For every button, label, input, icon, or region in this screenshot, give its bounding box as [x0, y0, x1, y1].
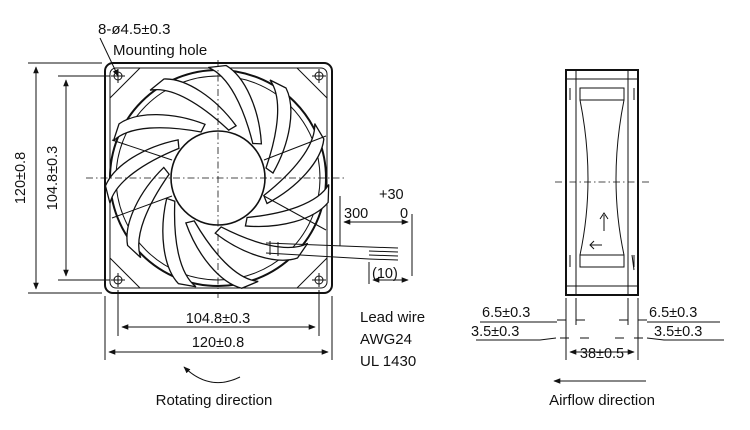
rotation-label: Rotating direction	[156, 392, 273, 409]
fan-blades	[104, 64, 330, 289]
side-dimensions	[476, 298, 724, 360]
height-holes-dimension: 104.8±0.3	[45, 75, 110, 281]
side-housing	[565, 69, 639, 296]
rotation-arrow	[183, 366, 241, 384]
lead-wire-line-2: AWG24	[360, 331, 412, 348]
height-overall-label: 120±0.8	[13, 152, 29, 204]
mounting-hole-leader	[99, 37, 119, 77]
right-flange-label: 6.5±0.3	[649, 305, 697, 321]
strip-length-label: (10)	[372, 266, 398, 282]
fan-spokes	[111, 135, 327, 231]
width-overall-label: 120±0.8	[192, 335, 244, 351]
lead-length-label: 300	[344, 206, 368, 222]
side-view	[555, 69, 650, 296]
mounting-hole-label: Mounting hole	[113, 42, 207, 59]
lead-wire-line-3: UL 1430	[360, 353, 416, 370]
mounting-hole-spec: 8-ø4.5±0.3	[98, 21, 170, 38]
airflow-label: Airflow direction	[549, 392, 655, 409]
lead-tolerance-minus: 0	[400, 206, 408, 222]
strip-length-dimension: (10)	[368, 262, 409, 284]
lead-tolerance-plus: +30	[379, 187, 404, 203]
depth-label: 38±0.5	[580, 346, 624, 362]
lead-wire-line-1: Lead wire	[360, 309, 425, 326]
height-overall-dimension: 120±0.8	[13, 62, 102, 294]
height-holes-label: 104.8±0.3	[45, 146, 61, 210]
front-view	[86, 60, 399, 298]
lead-length-dimension: 300 +30 0	[339, 187, 413, 276]
width-overall-dimension: 120±0.8	[104, 296, 333, 360]
width-holes-dimension: 104.8±0.3	[117, 290, 320, 336]
left-flange-label: 6.5±0.3	[482, 305, 530, 321]
width-holes-label: 104.8±0.3	[186, 311, 250, 327]
left-inset-label: 3.5±0.3	[471, 324, 519, 340]
lead-wire	[265, 241, 399, 261]
right-inset-label: 3.5±0.3	[654, 324, 702, 340]
